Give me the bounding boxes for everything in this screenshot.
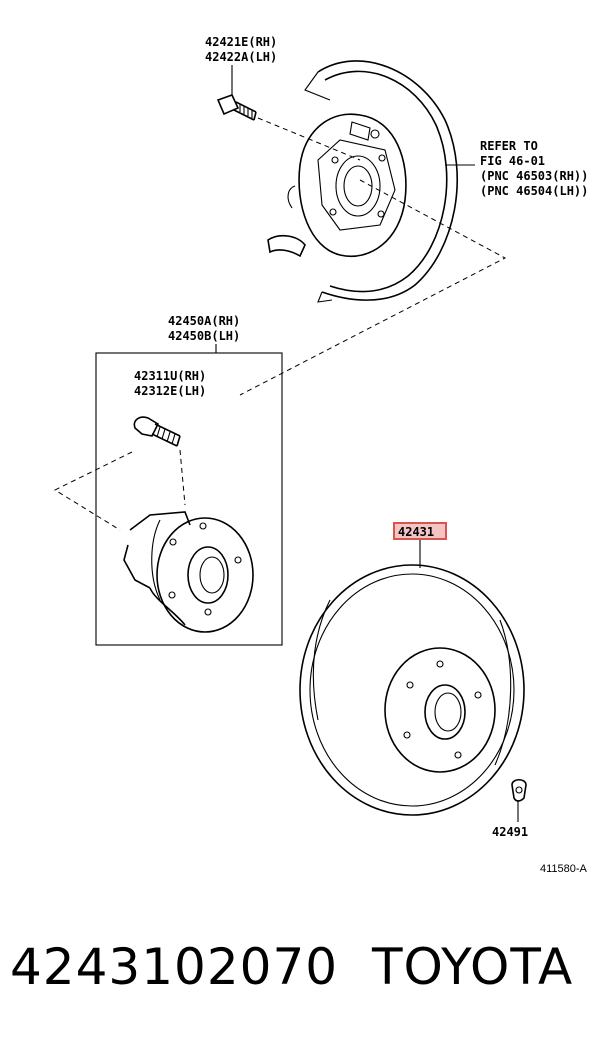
label-backing-plate-lh[interactable]: 42422A(LH) — [205, 50, 277, 64]
label-refer-2[interactable]: FIG 46-01 — [480, 154, 545, 168]
label-refer-3[interactable]: (PNC 46503(RH)) — [480, 169, 588, 183]
align-line-2 — [239, 179, 507, 396]
label-plug[interactable]: 42491 — [492, 825, 528, 839]
backing-plate[interactable] — [267, 60, 458, 303]
label-refer-4[interactable]: (PNC 46504(LH)) — [480, 184, 588, 198]
label-backing-plate-rh[interactable]: 42421E(RH) — [205, 35, 277, 49]
label-refer-1: REFER TO — [480, 139, 538, 153]
align-line-3 — [53, 451, 133, 531]
align-line-4 — [179, 449, 186, 506]
footer-brand: TOYOTA — [372, 938, 574, 996]
footer-part-number: 4243102070 — [10, 938, 339, 996]
label-bolt-rh[interactable]: 42311U(RH) — [134, 369, 206, 383]
align-line-1 — [257, 117, 361, 161]
label-hub-assy-lh[interactable]: 42450B(LH) — [168, 329, 240, 343]
disc-rotor[interactable] — [299, 564, 525, 816]
hub-bearing[interactable] — [123, 511, 254, 633]
backing-plate-bolt[interactable] — [216, 94, 257, 121]
label-disc[interactable]: 42431 — [398, 525, 434, 539]
hub-bolt[interactable] — [133, 416, 181, 447]
label-hub-assy-rh[interactable]: 42450A(RH) — [168, 314, 240, 328]
label-bolt-lh[interactable]: 42312E(LH) — [134, 384, 206, 398]
parts-diagram: 42421E(RH) 42422A(LH) REFER TO FIG 46-01… — [53, 35, 588, 875]
figure-code: 411580-A — [540, 863, 588, 875]
hole-plug[interactable] — [511, 778, 527, 802]
disc-highlight-box — [393, 522, 447, 540]
hub-assy-box — [95, 352, 283, 646]
